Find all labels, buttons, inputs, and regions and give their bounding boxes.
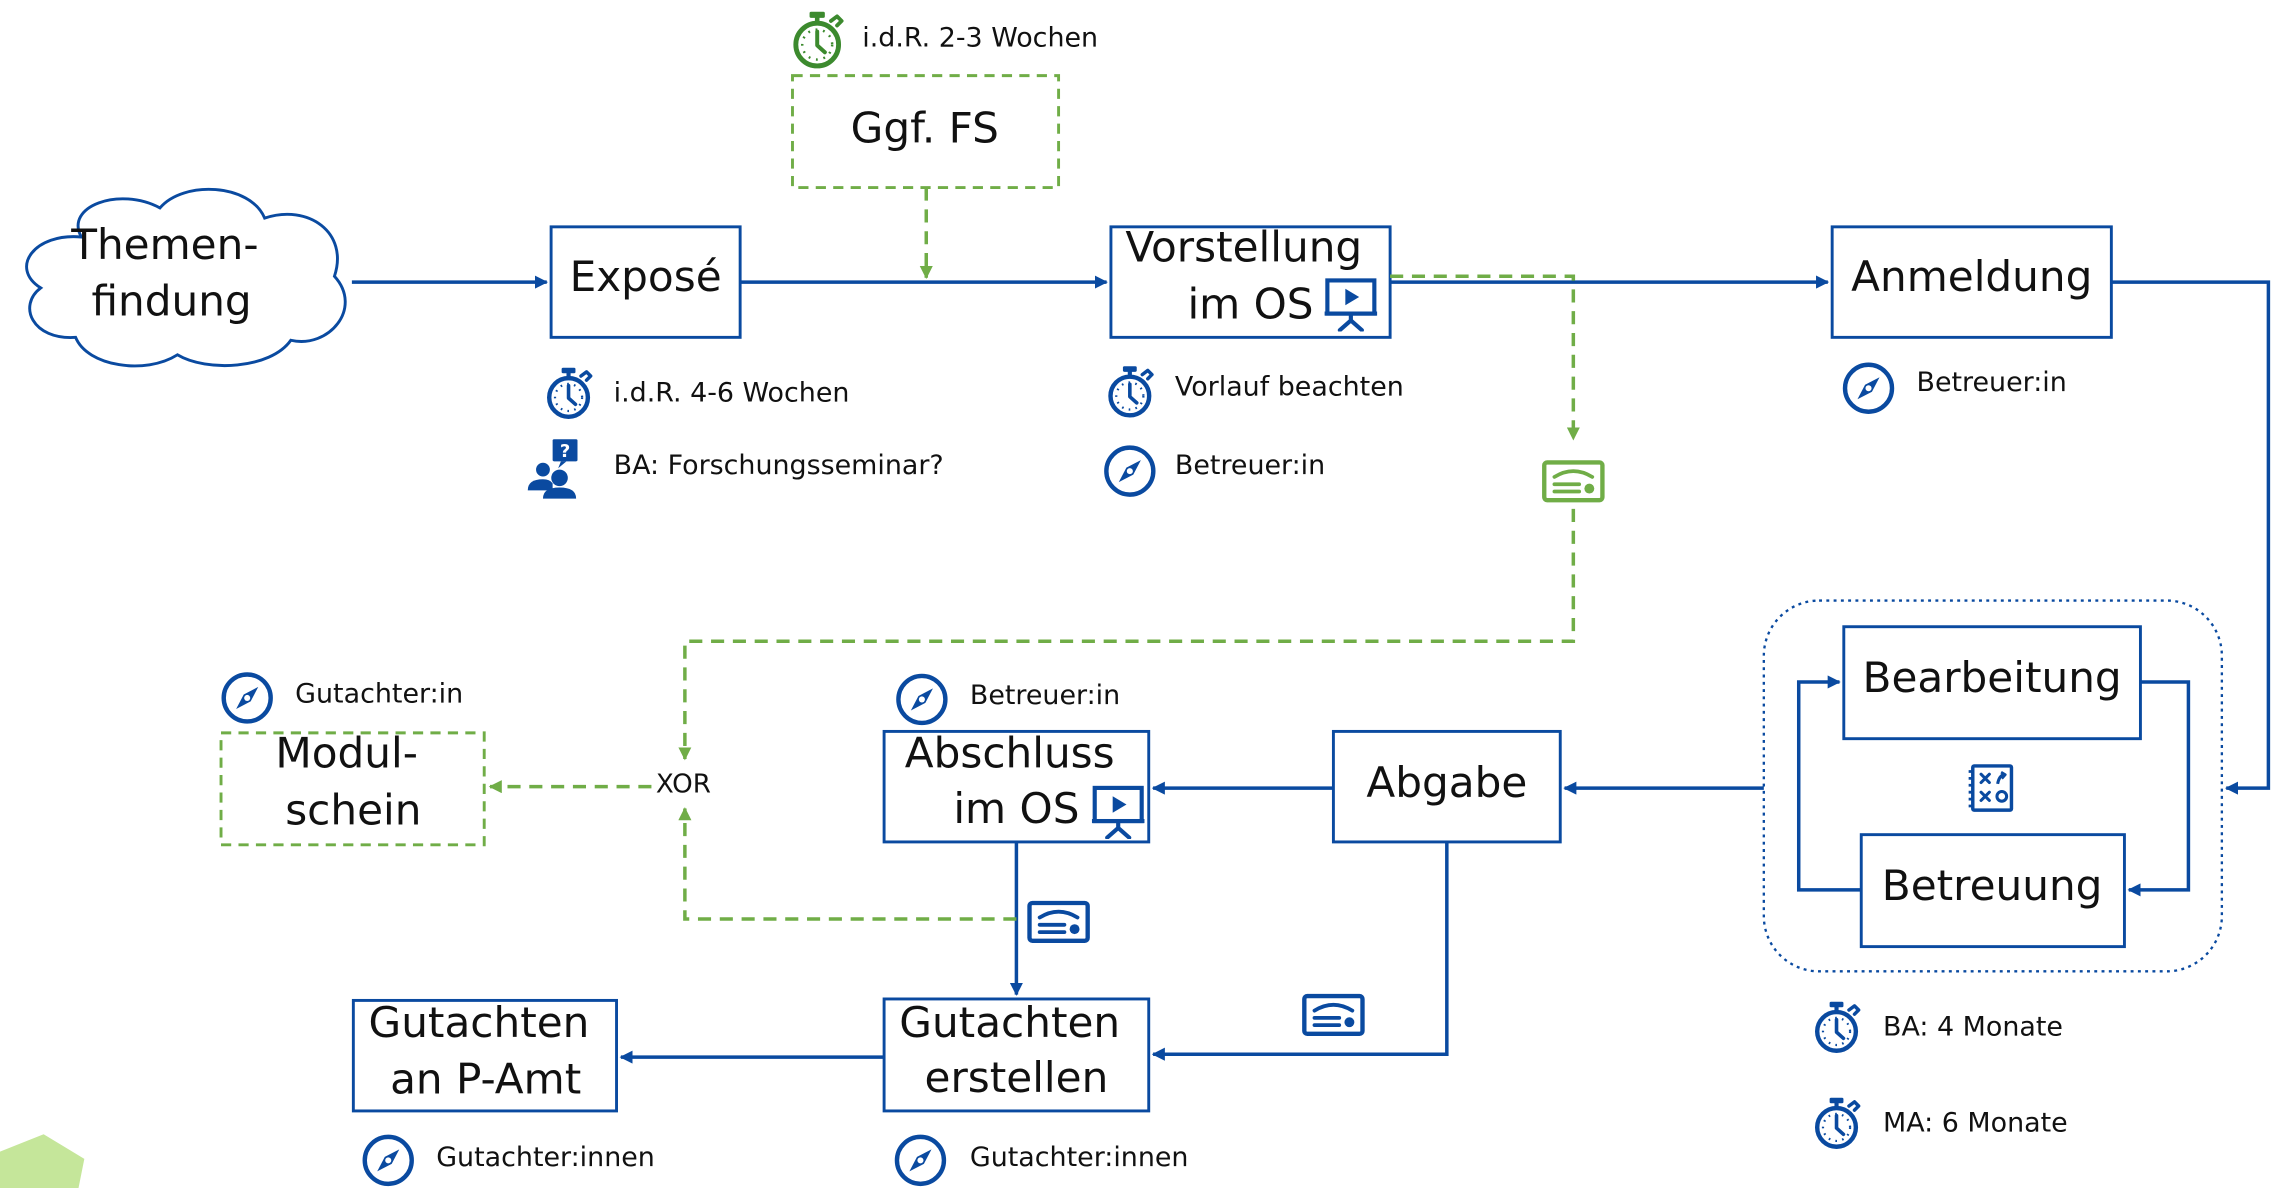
modulschein-role: Gutachter:in — [295, 678, 463, 709]
stopwatch-icon — [1817, 1002, 1858, 1051]
compass-icon — [365, 1137, 412, 1184]
compass-icon — [897, 1137, 944, 1184]
cloud-shape — [25, 187, 347, 368]
gutachten-pamt-role: Gutachter:innen — [436, 1142, 655, 1173]
abschluss-role: Betreuer:in — [970, 680, 1120, 711]
node-betreuung: Betreuung — [1882, 861, 2103, 910]
stopwatch-icon — [549, 368, 590, 417]
edge-bearbeitung-betreuung — [2127, 680, 2191, 897]
edge-form-xor — [678, 508, 1576, 761]
node-gutachten-erstellen: Gutachten erstellen — [899, 998, 1133, 1102]
node-gutachten-pamt-box — [351, 998, 618, 1113]
form-icon — [1304, 996, 1362, 1034]
ma-duration: MA: 6 Monate — [1883, 1107, 2068, 1138]
edge-anmeldung-group — [2111, 280, 2271, 795]
ba-duration: BA: 4 Monate — [1883, 1011, 2063, 1042]
gutachten-erstellen-role: Gutachter:innen — [970, 1142, 1189, 1173]
form-icon — [1030, 903, 1088, 941]
form-icon — [1544, 462, 1602, 500]
vorstellung-duration: Vorlauf beachten — [1175, 372, 1404, 403]
blue-connectors — [351, 275, 2271, 1064]
edge-betreuung-bearbeitung — [1796, 675, 1862, 892]
node-modulschein-box — [219, 731, 486, 847]
node-ggf-fs: Ggf. FS — [851, 104, 999, 153]
node-modulschein: Modul- schein — [275, 729, 431, 835]
green-connectors — [488, 187, 1580, 921]
stopwatch-icon — [1817, 1098, 1858, 1147]
node-anmeldung-box — [1830, 225, 2113, 339]
vorstellung-role: Betreuer:in — [1175, 450, 1325, 481]
person-question-icon — [527, 439, 578, 499]
node-betreuung-box — [1859, 833, 2126, 949]
edge-abschluss-xor — [678, 807, 1017, 921]
anmeldung-role: Betreuer:in — [1917, 367, 2067, 398]
expose-ba-note: BA: Forschungsseminar? — [614, 450, 944, 481]
stopwatch-icon — [796, 12, 842, 66]
compass-icon — [224, 674, 271, 721]
node-bearbeitung-box — [1842, 625, 2142, 741]
node-ggf-fs-box — [791, 74, 1061, 190]
bearbeitung-group — [1762, 599, 2224, 973]
node-abgabe: Abgabe — [1366, 758, 1527, 807]
node-abgabe-box — [1331, 729, 1562, 844]
fs-duration: i.d.R. 2-3 Wochen — [862, 23, 1098, 54]
compass-icon — [1845, 365, 1892, 412]
node-vorstellung: Vorstellung im OS — [1125, 223, 1375, 329]
edge-abgabe-gutachten — [1151, 841, 1449, 1061]
node-gutachten-erstellen-box — [882, 997, 1151, 1113]
expose-duration: i.d.R. 4-6 Wochen — [614, 377, 850, 408]
node-bearbeitung: Bearbeitung — [1863, 653, 2122, 702]
compass-icon — [1106, 448, 1153, 495]
node-themenfindung: Themen- findung — [70, 220, 272, 326]
decorative-corner-shape — [0, 1134, 85, 1188]
node-expose-box — [549, 225, 742, 339]
node-gutachten-pamt: Gutachten an P-Amt — [369, 998, 603, 1104]
plan-board-icon — [1966, 764, 2014, 812]
node-abschluss: Abschluss im OS — [905, 729, 1128, 833]
compass-icon — [898, 676, 945, 723]
node-expose: Exposé — [570, 252, 722, 301]
edge-vorstellung-form — [1390, 274, 1580, 441]
xor-label: XOR — [656, 769, 711, 799]
node-anmeldung: Anmeldung — [1851, 252, 2092, 301]
stopwatch-icon — [1110, 366, 1151, 415]
